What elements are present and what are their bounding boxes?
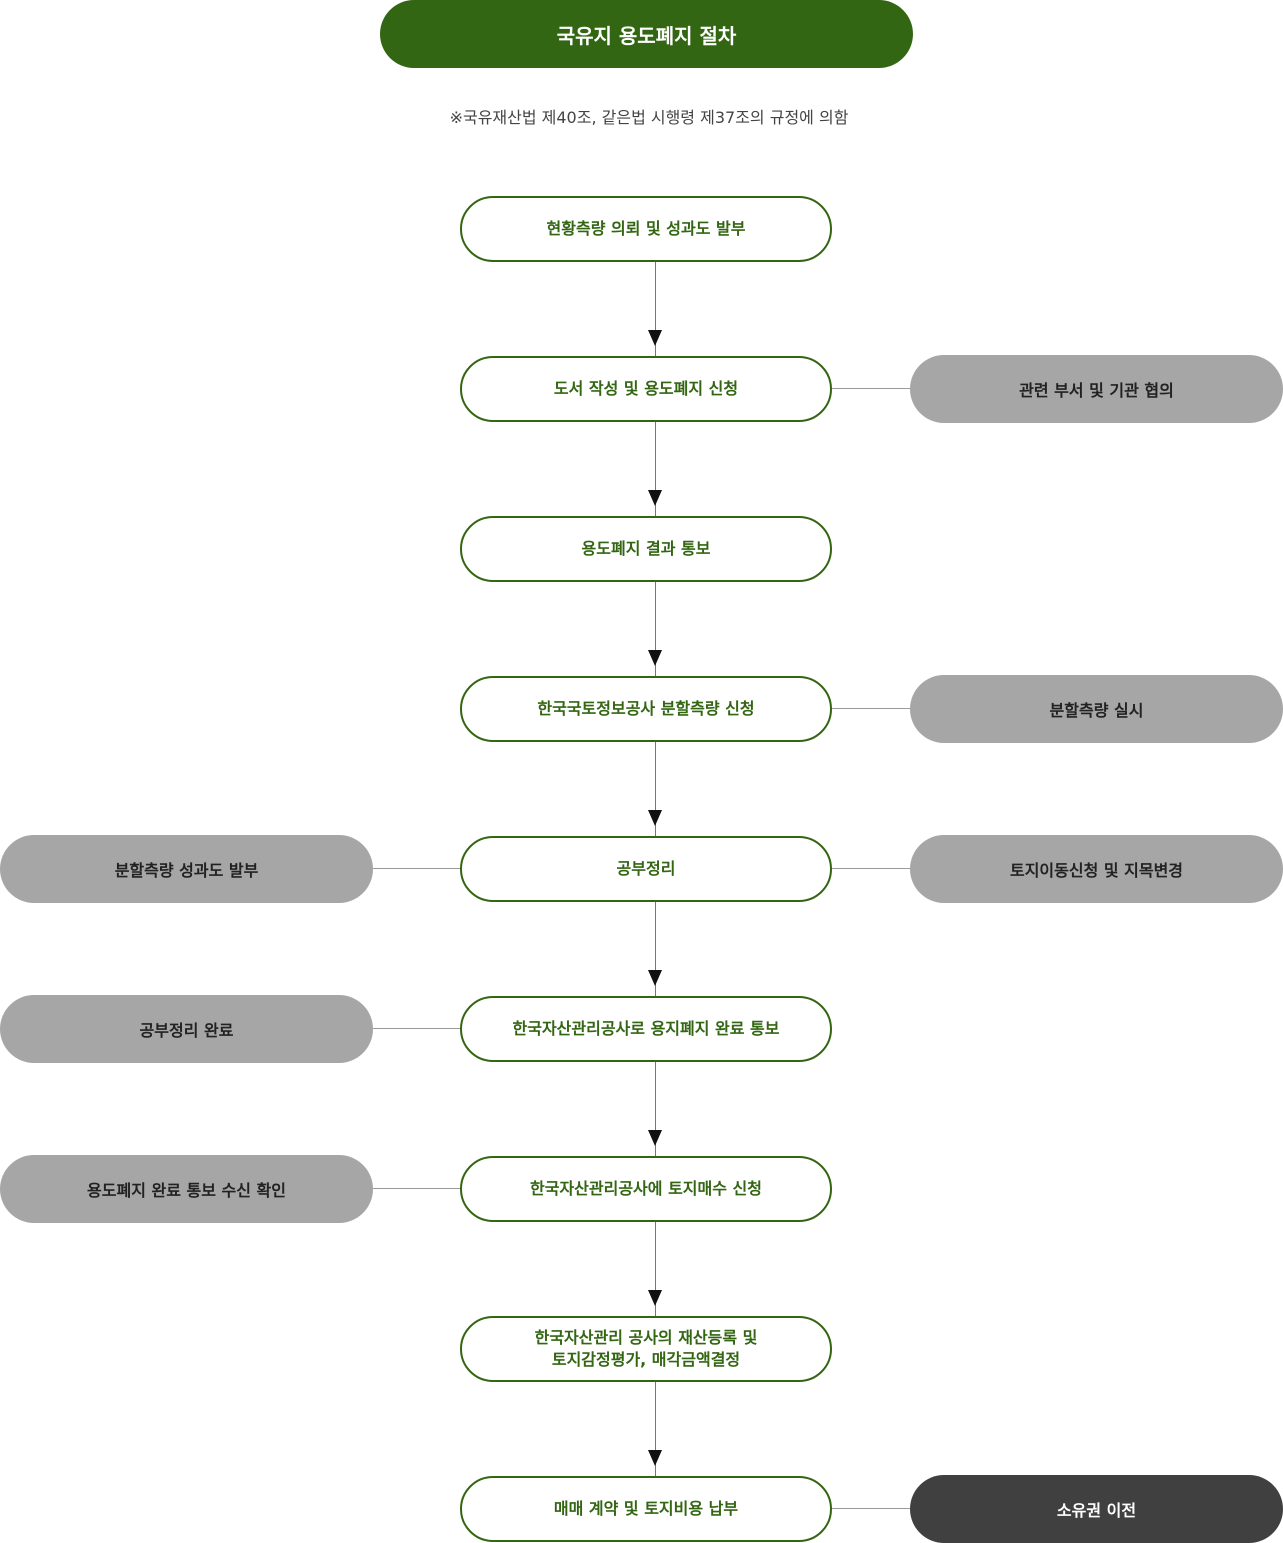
connector-line xyxy=(655,742,656,836)
arrow-down-icon xyxy=(648,970,662,986)
side-subdivision-survey: 분할측량 실시 xyxy=(910,675,1283,743)
step-abolition-result: 용도폐지 결과 통보 xyxy=(460,516,832,582)
arrow-down-icon xyxy=(648,330,662,346)
side-connector xyxy=(373,1188,460,1189)
connector-line xyxy=(655,1062,656,1156)
connector-line xyxy=(655,262,656,356)
side-land-transfer: 토지이동신청 및 지목변경 xyxy=(910,835,1283,903)
arrow-down-icon xyxy=(648,650,662,666)
side-connector xyxy=(832,1508,910,1509)
arrow-down-icon xyxy=(648,1130,662,1146)
side-connector xyxy=(832,388,910,389)
connector-line xyxy=(655,902,656,996)
arrow-down-icon xyxy=(648,490,662,506)
connector-line xyxy=(655,1222,656,1316)
side-connector xyxy=(373,1028,460,1029)
legal-basis-note: ※국유재산법 제40조, 같은법 시행령 제37조의 규정에 의함 xyxy=(449,108,849,127)
step-sale-contract: 매매 계약 및 토지비용 납부 xyxy=(460,1476,832,1542)
side-agency-consultation: 관련 부서 및 기관 협의 xyxy=(910,355,1283,423)
side-registry-done: 공부정리 완료 xyxy=(0,995,373,1063)
side-connector xyxy=(832,708,910,709)
side-ownership-transfer: 소유권 이전 xyxy=(910,1475,1283,1543)
arrow-down-icon xyxy=(648,1450,662,1466)
step-subdivision-survey-request: 한국국토정보공사 분할측량 신청 xyxy=(460,676,832,742)
step-purchase-application: 한국자산관리공사에 토지매수 신청 xyxy=(460,1156,832,1222)
side-subdivision-result: 분할측량 성과도 발부 xyxy=(0,835,373,903)
side-connector xyxy=(373,868,460,869)
connector-line xyxy=(655,422,656,516)
side-abolition-received: 용도폐지 완료 통보 수신 확인 xyxy=(0,1155,373,1223)
step-abolition-application: 도서 작성 및 용도폐지 신청 xyxy=(460,356,832,422)
side-connector xyxy=(832,868,910,869)
step-registration-appraisal: 한국자산관리 공사의 재산등록 및 토지감정평가, 매각금액결정 xyxy=(460,1316,832,1382)
connector-line xyxy=(655,1382,656,1476)
arrow-down-icon xyxy=(648,1290,662,1306)
connector-line xyxy=(655,582,656,676)
page-title: 국유지 용도폐지 절차 xyxy=(380,0,913,68)
step-registry-update: 공부정리 xyxy=(460,836,832,902)
step-completion-notice: 한국자산관리공사로 용지폐지 완료 통보 xyxy=(460,996,832,1062)
step-survey-request: 현황측량 의뢰 및 성과도 발부 xyxy=(460,196,832,262)
arrow-down-icon xyxy=(648,810,662,826)
